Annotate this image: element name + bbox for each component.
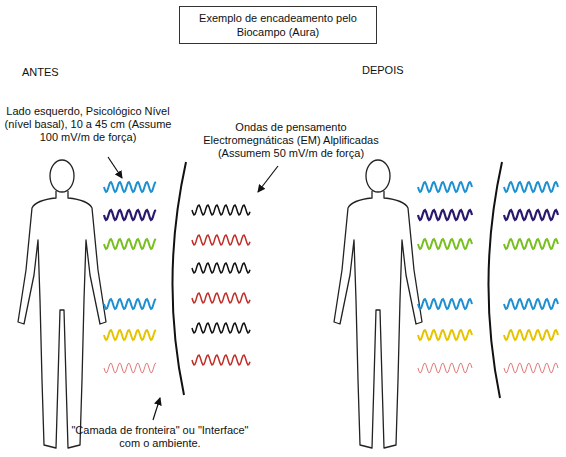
wave [504, 330, 558, 340]
human-figure [18, 160, 106, 448]
wave [104, 330, 156, 340]
wave [104, 210, 156, 220]
wave [418, 210, 472, 220]
wave [504, 363, 558, 373]
boundary-layer [488, 162, 502, 398]
title-box: Exemplo de encadeamento pelo Biocampo (A… [179, 6, 377, 44]
wave [192, 235, 250, 245]
callout-note: Ondas de pensamento Electromegnáticas (E… [196, 121, 386, 160]
wave [418, 330, 472, 340]
wave [418, 239, 472, 249]
wave [504, 182, 558, 192]
wave [192, 205, 250, 215]
panel-heading: DEPOIS [362, 64, 442, 77]
wave [504, 299, 558, 309]
wave [418, 299, 472, 309]
wave [504, 239, 558, 249]
leader-arrow [153, 398, 160, 420]
panel-heading: ANTES [22, 66, 102, 79]
wave [192, 323, 250, 333]
leader-arrow [108, 157, 122, 178]
boundary-layer [172, 162, 186, 395]
wave [104, 299, 156, 309]
callout-note: Lado esquerdo, Psicológico Nível (nível … [2, 105, 174, 144]
wave [418, 363, 472, 373]
wave [418, 182, 472, 192]
wave [192, 263, 250, 273]
wave [192, 293, 250, 303]
wave [104, 239, 156, 249]
callout-note: "Camada de fronteira" ou "Interface" com… [60, 424, 260, 450]
wave [104, 363, 156, 373]
human-figure [334, 160, 422, 448]
wave [504, 210, 558, 220]
leader-arrow [258, 166, 278, 192]
wave [192, 355, 250, 365]
wave [104, 182, 156, 192]
